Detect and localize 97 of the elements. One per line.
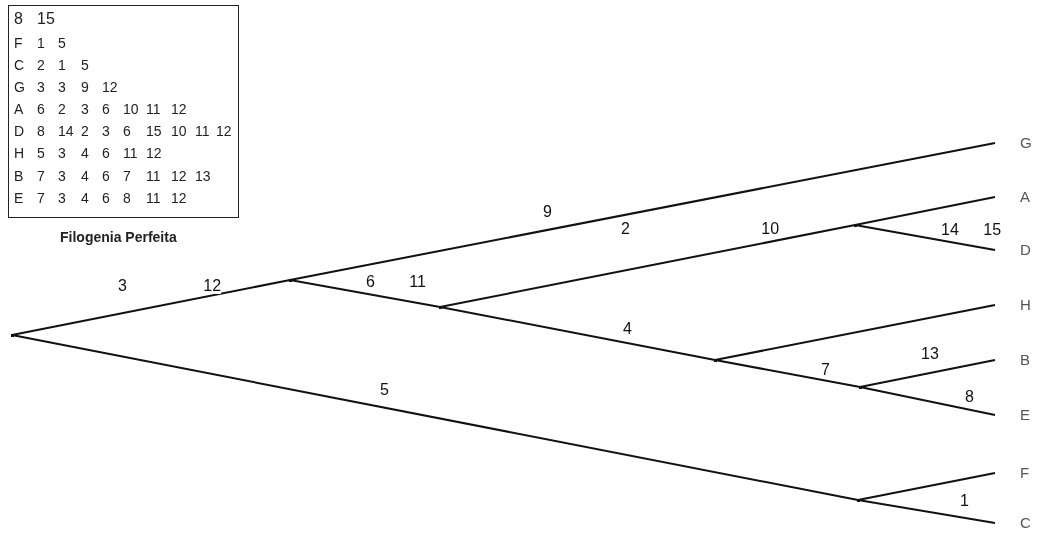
table-cell: 10 xyxy=(171,124,187,139)
table-cell: 5 xyxy=(37,146,45,161)
edge-label: 9 xyxy=(543,203,552,220)
table-cell: 12 xyxy=(171,191,187,206)
taxon-label: D xyxy=(995,241,1031,259)
branch-line xyxy=(859,359,996,388)
table-cell: 3 xyxy=(37,80,45,95)
taxon-label: F xyxy=(995,464,1030,482)
branch-line xyxy=(289,279,441,308)
table-cell: G xyxy=(14,80,25,95)
table-cell: D xyxy=(14,124,25,139)
table-cell: F xyxy=(14,36,23,51)
table-cell: 11 xyxy=(195,124,210,139)
table-cell: 8 xyxy=(123,191,131,206)
branch-line xyxy=(714,304,996,361)
table-cell: 5 xyxy=(58,36,66,51)
table-cell: 6 xyxy=(102,191,110,206)
table-cell: 7 xyxy=(37,191,45,206)
table-cell: 4 xyxy=(81,146,89,161)
branch-line xyxy=(11,334,859,501)
table-cell: 11 xyxy=(146,169,161,184)
table-cell: 13 xyxy=(195,169,211,184)
table-cell: 12 xyxy=(171,169,187,184)
branch-line xyxy=(11,279,291,336)
taxon-label: B xyxy=(995,351,1030,369)
table-cell: 10 xyxy=(123,102,139,117)
branch-line xyxy=(857,499,996,524)
taxon-label: A xyxy=(995,188,1030,206)
table-cell: 3 xyxy=(58,169,66,184)
edge-label: 4 xyxy=(623,320,632,337)
table-cell: 3 xyxy=(81,102,89,117)
table-cell: 15 xyxy=(37,10,55,28)
branch-point xyxy=(713,358,717,362)
branch-line xyxy=(859,386,996,416)
table-cell: 7 xyxy=(123,169,131,184)
edge-label: 6 11 xyxy=(366,273,426,290)
edge-label: 1 xyxy=(960,492,969,509)
table-cell: A xyxy=(14,102,24,117)
branch-point xyxy=(438,305,442,309)
edge-label: 8 xyxy=(965,388,974,405)
table-cell: 3 xyxy=(58,80,66,95)
table-cell: H xyxy=(14,146,25,161)
table-cell: 5 xyxy=(81,58,89,73)
branch-line xyxy=(439,306,716,361)
branch-line xyxy=(289,142,996,281)
table-cell: C xyxy=(14,58,25,73)
table-cell: 6 xyxy=(102,169,110,184)
branch-line xyxy=(857,472,996,501)
table-cell: 6 xyxy=(37,102,45,117)
table-cell: 4 xyxy=(81,191,89,206)
branch-point xyxy=(856,498,860,502)
branch-point xyxy=(853,223,857,227)
table-cell: 7 xyxy=(37,169,45,184)
edge-label: 13 xyxy=(921,345,939,362)
table-cell: 11 xyxy=(146,102,161,117)
table-cell: 12 xyxy=(102,80,118,95)
edge-label: 2 10 xyxy=(621,220,780,237)
branch-line xyxy=(854,196,996,226)
table-cell: 6 xyxy=(102,102,110,117)
edge-label: 14 15 xyxy=(941,221,1002,238)
table-cell: 11 xyxy=(146,191,161,206)
taxon-label: H xyxy=(995,296,1031,314)
edge-label: 5 xyxy=(380,381,389,398)
table-cell: 1 xyxy=(58,58,66,73)
table-caption: Filogenia Perfeita xyxy=(60,229,177,245)
table-cell: 8 xyxy=(37,124,45,139)
edge-label: 7 xyxy=(821,361,830,378)
branch-point xyxy=(288,278,292,282)
table-cell: 4 xyxy=(81,169,89,184)
table-cell: 2 xyxy=(37,58,45,73)
table-cell: 3 xyxy=(102,124,110,139)
branch-line xyxy=(854,224,996,251)
table-cell: 2 xyxy=(58,102,66,117)
edge-label: 3 12 xyxy=(118,277,222,294)
table-cell: 3 xyxy=(58,191,66,206)
table-cell: 6 xyxy=(123,124,131,139)
table-cell: 15 xyxy=(146,124,162,139)
taxon-label: C xyxy=(995,514,1031,532)
branch-point xyxy=(858,385,862,389)
taxon-label: E xyxy=(995,406,1030,424)
table-cell: 11 xyxy=(123,146,138,161)
table-cell: 14 xyxy=(58,124,74,139)
table-cell: 9 xyxy=(81,80,89,95)
table-cell: 8 xyxy=(14,10,23,28)
table-cell: 12 xyxy=(171,102,187,117)
table-cell: 6 xyxy=(102,146,110,161)
table-cell: 3 xyxy=(58,146,66,161)
branch-line xyxy=(714,359,861,388)
table-cell: 12 xyxy=(146,146,162,161)
branch-point xyxy=(10,333,14,337)
taxon-label: G xyxy=(995,134,1032,152)
table-cell: 1 xyxy=(37,36,45,51)
branch-line xyxy=(439,224,856,308)
table-cell: 2 xyxy=(81,124,89,139)
table-cell: B xyxy=(14,169,24,184)
table-cell: 12 xyxy=(216,124,232,139)
table-cell: E xyxy=(14,191,24,206)
